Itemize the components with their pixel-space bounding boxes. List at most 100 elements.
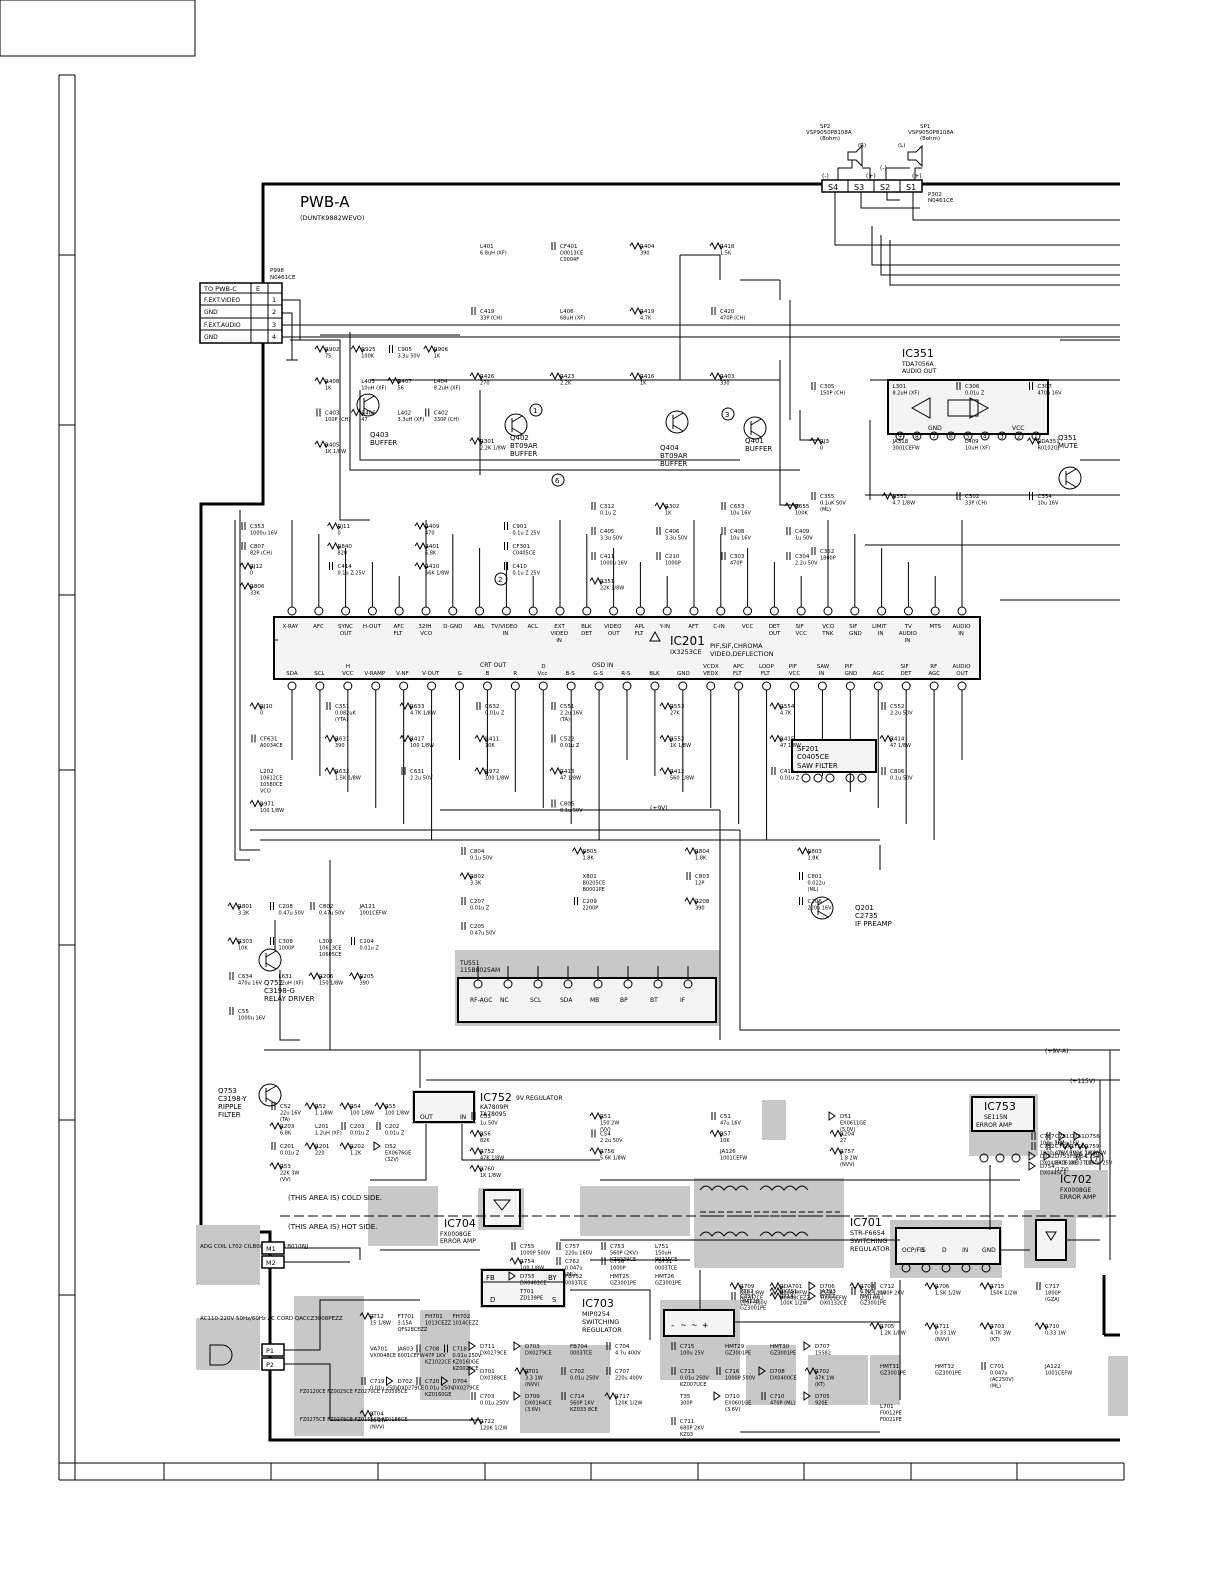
resistor-icon [549, 371, 564, 381]
component-value: 2.2u 50V [600, 1138, 623, 1144]
component-ref: R840 [338, 544, 353, 550]
component-value: GZ3001PE [880, 1371, 906, 1377]
resistor-icon [339, 1101, 354, 1111]
component-value: 33P (CH) [480, 316, 502, 322]
component-value: 270 [480, 381, 490, 387]
ic201-top-pin-label: LIMIT [872, 624, 887, 630]
resistor-icon [469, 1164, 484, 1173]
ic201-top-pin [850, 606, 860, 616]
ic201-bottom-pin-label: PIF [845, 664, 853, 670]
component-d756: D756 [1073, 1131, 1100, 1141]
q201-symbol [810, 896, 834, 920]
ic201-top-pin-label: FLT [635, 631, 644, 637]
q402-symbol [504, 413, 528, 437]
component-ref: CF401 [560, 244, 578, 250]
ic201-top-pin-label: VCO [822, 624, 835, 630]
component-ref: C411 [600, 554, 614, 560]
ic703-block: FB BY D S IC703 MIP0254 SWITCHING REGULA… [481, 1269, 622, 1334]
component-ref: R804 [695, 849, 710, 855]
component-value: 10K [720, 1138, 730, 1144]
ic201-bottom-pin-label: H [346, 664, 350, 670]
component-value: (VV) [600, 1127, 611, 1133]
diode-icon [513, 1391, 521, 1401]
ic201-desc1: PIF,SIF,CHROMA [710, 642, 763, 650]
component-ref: C766 [1055, 1144, 1070, 1150]
component-ref: C403 [325, 411, 340, 417]
component-ref: C715 [680, 1344, 695, 1350]
ic201-bottom-pin [957, 681, 967, 691]
component-ref: L701 [880, 1404, 894, 1410]
component-ref: R418 [720, 244, 735, 250]
component-value: 0.1u Z 25V [338, 571, 366, 577]
p998-pin3-label: F.EXT.AUDIO [204, 322, 241, 329]
diode-icon [468, 1341, 476, 1351]
resistor-icon [459, 871, 474, 881]
ic201-bottom-pin-label: FLT [733, 671, 742, 677]
component-value: F0021PE [880, 1417, 902, 1423]
component-value: 0.01u Z [485, 711, 505, 717]
component-value: EX0611GE [840, 1121, 866, 1127]
component-ref: C409 [795, 529, 810, 535]
component-value: 100 1/8W [485, 776, 509, 782]
component-ref: D754 [1040, 1164, 1055, 1170]
ic201-bottom-pin-label: R [513, 671, 517, 677]
component-ref: C419 [480, 309, 495, 315]
component-value: GZ3001PE [770, 1351, 796, 1357]
component-value: 0.047u [565, 1266, 582, 1272]
ic201-top-pin [689, 606, 699, 616]
component-value: 0.01u Z [780, 776, 800, 782]
component-ref: C719 [370, 1379, 385, 1385]
ic201-block: IC201 IX3253CE PIF,SIF,CHROMA VIDEO,DEFL… [273, 606, 981, 691]
ic351-ref: IC351 [902, 347, 934, 360]
component-ref: C714 [570, 1394, 585, 1400]
component-ref: R553 [670, 704, 685, 710]
ic201-top-pin-label: BLK [581, 624, 592, 630]
component-value: 0 [260, 711, 263, 717]
component-value: 1000u 16V [250, 531, 278, 537]
resistor-icon [769, 734, 784, 743]
ic351-pin-num: 6 [949, 434, 953, 441]
resistor-icon [979, 1281, 994, 1291]
connector-p998: P998 N0461CE TO PWB-C E F.EXT.VIDEO 1 GN… [199, 268, 1120, 361]
q201-desc: IF PREAMP [855, 920, 892, 928]
component-value: 1.8K [808, 856, 820, 862]
ic201-top-pin-label: APL [635, 624, 646, 630]
component-ref: C210 [665, 554, 680, 560]
resistor-icon [1059, 1141, 1074, 1151]
diode-icon [1043, 1151, 1051, 1161]
ic752-block: OUT IN IC752 9V REGULATOR KA7809PI TA780… [413, 1091, 563, 1123]
component-value: (KT) [815, 1382, 825, 1388]
ic201-top-pin [448, 606, 458, 616]
component-value: 4.7K [640, 316, 652, 322]
component-ref: C905 [398, 347, 413, 353]
component-ref: R52 [315, 1104, 326, 1110]
ic753-part: SE115N [984, 1114, 1008, 1121]
ic201-top-pin-label: SYNC [338, 624, 353, 630]
ic753-desc: ERROR AMP [976, 1122, 1012, 1129]
component-value: B0001PE [583, 887, 605, 893]
component-value: 1800P [820, 556, 836, 562]
p998-part: N0461CE [270, 275, 296, 281]
resistor-icon [1034, 1321, 1049, 1331]
component-value: 47 1/8W [780, 743, 801, 749]
component-value: DX0461CE [520, 1281, 547, 1287]
component-value: 220P 500V [740, 1301, 768, 1307]
